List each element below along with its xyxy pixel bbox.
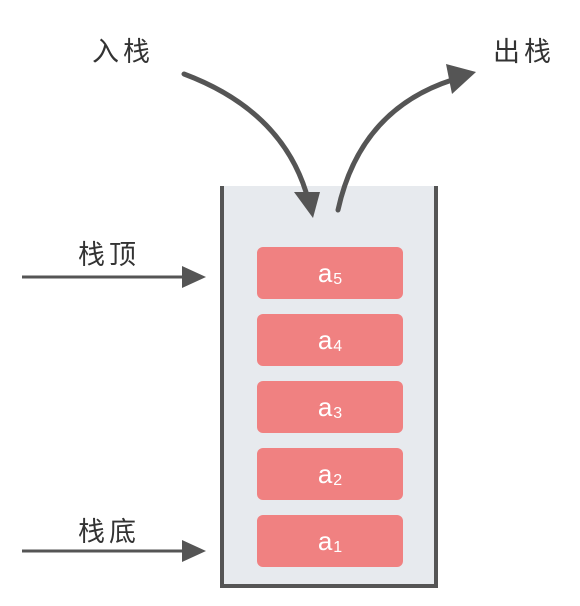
item-letter: a [317,257,333,288]
item-letter: a [317,324,333,355]
pop-arrow [335,77,455,213]
stack-top-arrowhead [182,266,206,288]
item-index: 5 [333,271,343,288]
stack-top-label: 栈顶 [78,240,140,271]
stack-bottom-label: 栈底 [78,517,140,548]
item-letter: a [317,525,333,556]
push-label: 入栈 [92,37,154,68]
item-index: 1 [333,539,343,556]
pop-arrowhead [446,64,476,94]
item-letter: a [317,458,333,489]
pop-label: 出栈 [493,37,555,68]
item-index: 3 [333,405,343,422]
item-index: 4 [333,338,343,355]
push-arrow [181,71,309,195]
item-index: 2 [333,472,343,489]
stack-bottom-arrowhead [182,540,206,562]
push-arrowhead [294,192,320,218]
item-letter: a [317,391,333,422]
